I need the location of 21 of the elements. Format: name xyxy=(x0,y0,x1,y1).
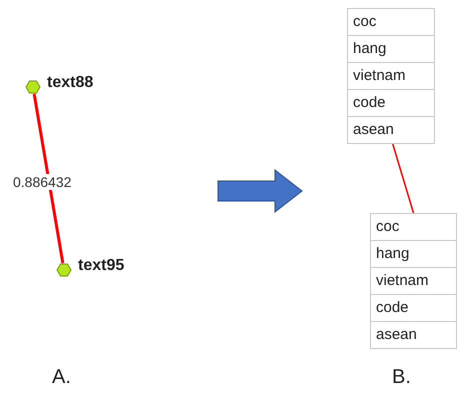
table-cell: asean xyxy=(371,321,456,348)
table-cell: vietnam xyxy=(348,62,434,89)
node-label: text95 xyxy=(78,257,124,275)
node-label: text88 xyxy=(47,74,94,92)
panel-label: B. xyxy=(392,366,411,389)
connector-line xyxy=(392,144,414,214)
table-cell: hang xyxy=(371,240,456,267)
table-cell-text: coc xyxy=(375,217,400,237)
word-table xyxy=(370,213,457,349)
word-table xyxy=(347,8,435,144)
panel-label: A. xyxy=(52,366,71,389)
connector-line xyxy=(32,94,64,264)
hexagon-node xyxy=(25,80,41,94)
hexagon-node xyxy=(56,263,72,277)
table-cell: code xyxy=(371,294,456,321)
table-cell: code xyxy=(348,89,434,116)
table-cell: hang xyxy=(348,35,434,62)
table-cell-text: coc xyxy=(352,12,378,32)
edge-label: 0.886432 xyxy=(12,174,72,190)
table-cell: vietnam xyxy=(371,267,456,294)
table-cell: asean xyxy=(348,116,434,143)
